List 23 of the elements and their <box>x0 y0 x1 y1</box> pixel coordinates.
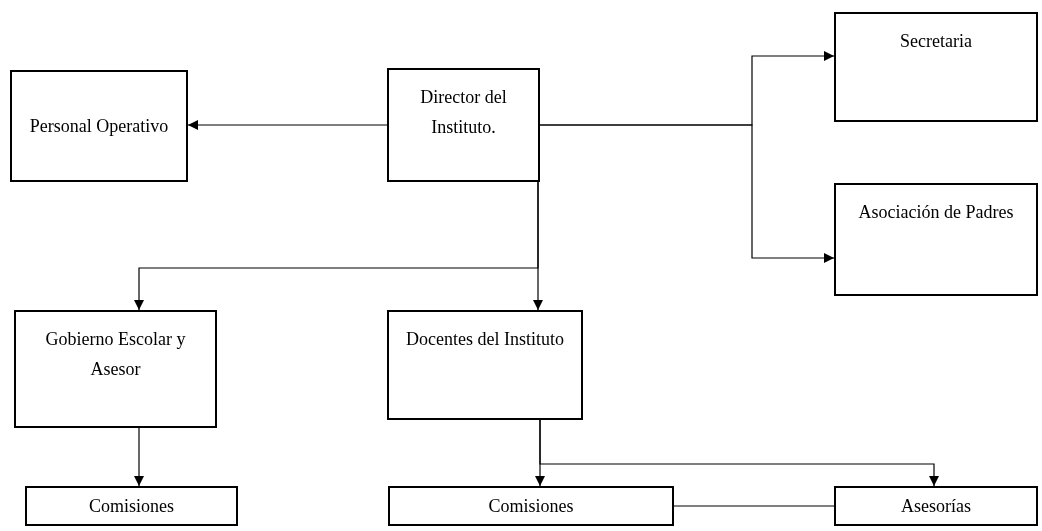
box-label: Gobierno Escolar y Asesor <box>44 328 187 381</box>
org-box <box>387 68 540 182</box>
org-box <box>387 310 583 420</box>
org-box <box>834 12 1038 122</box>
org-box <box>834 183 1038 296</box>
box-label: Secretaria <box>900 30 972 53</box>
box-label: Asesorías <box>901 495 971 518</box>
connector-arrow <box>539 419 939 487</box>
connector-arrow <box>539 124 835 263</box>
box-label: Comisiones <box>89 495 174 518</box>
connector-arrow <box>134 427 144 487</box>
org-box <box>25 486 238 526</box>
box-label: Asociación de Padres <box>858 201 1014 224</box>
connector-arrow <box>533 181 543 311</box>
org-box <box>14 310 217 428</box>
box-label: Director del Instituto. <box>419 86 508 139</box>
org-box <box>10 70 188 182</box>
org-box <box>834 486 1038 526</box>
org-box <box>388 486 674 526</box>
box-label: Docentes del Instituto <box>406 328 564 351</box>
box-label: Personal Operativo <box>29 115 169 138</box>
connector-arrow <box>187 120 388 130</box>
box-label: Comisiones <box>488 495 574 518</box>
